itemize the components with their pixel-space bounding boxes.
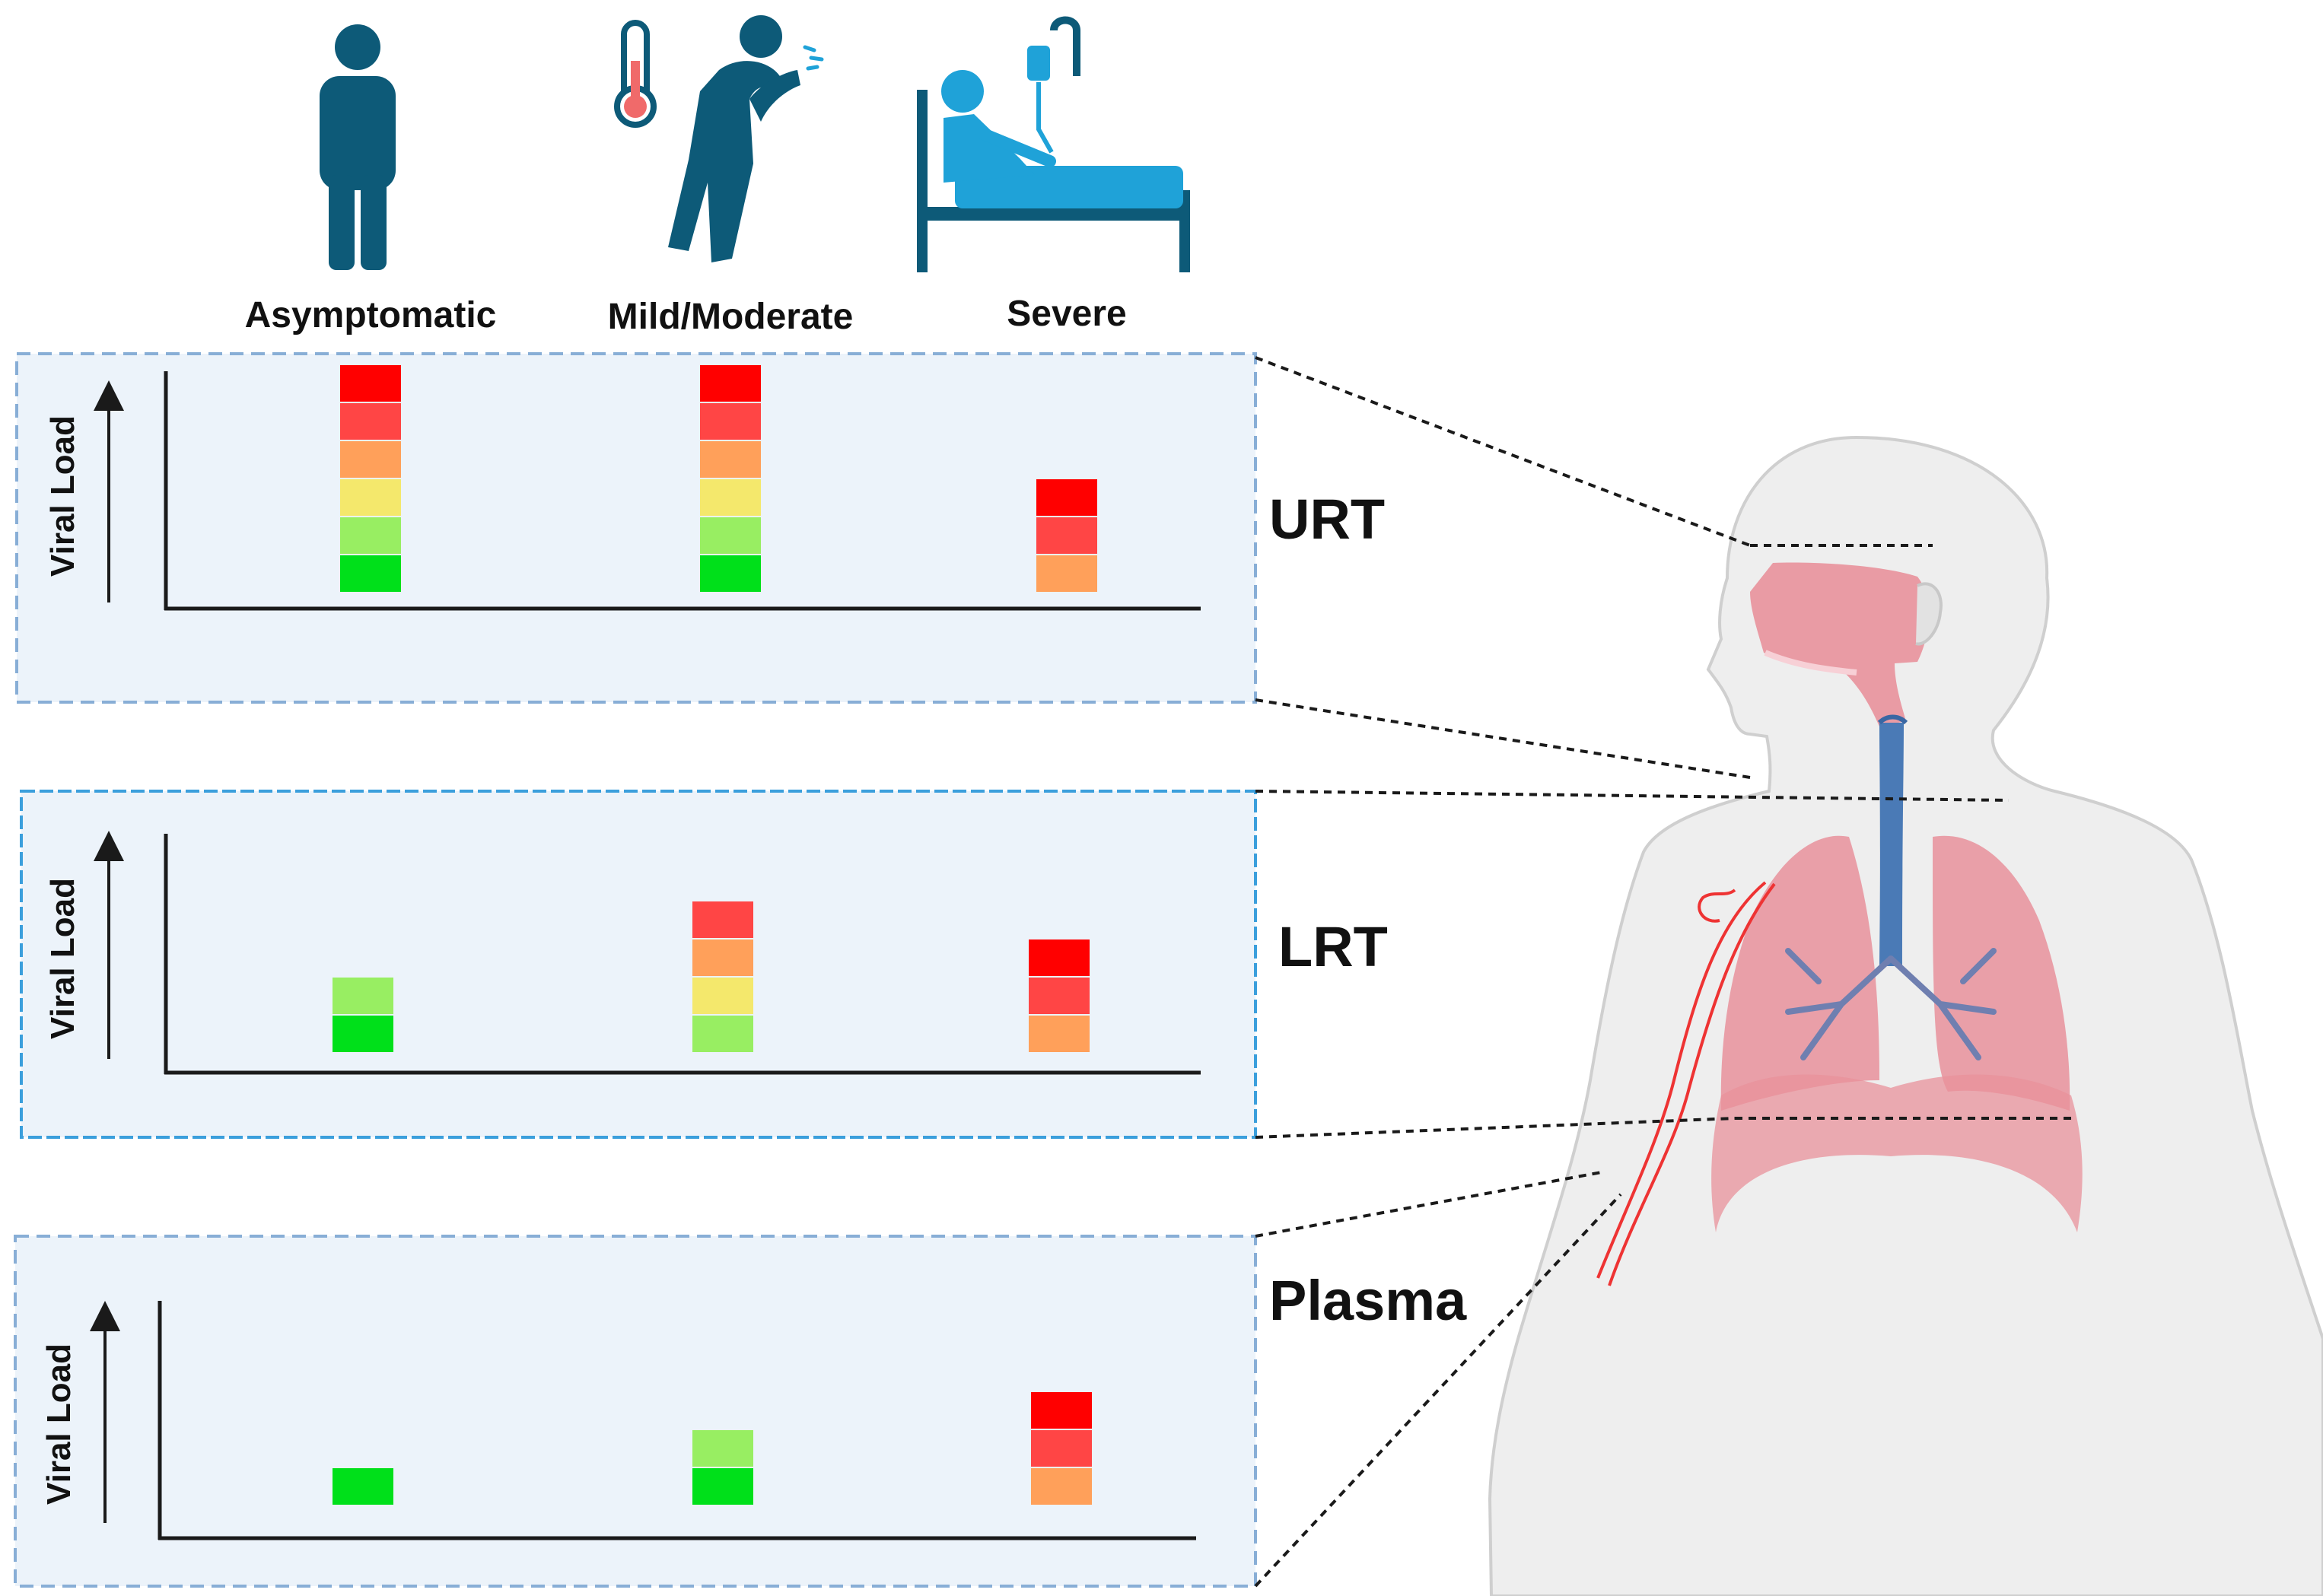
arm-blood-vessels (1596, 881, 1776, 1286)
urt-ylabel: Viral Load (44, 415, 81, 577)
diaphragm (1711, 1074, 2083, 1232)
bar-segment-lrt-2-level-2 (692, 1016, 753, 1052)
bar-segment-lrt-2-level-3 (692, 978, 753, 1014)
severity-label-mild: Mild/Moderate (608, 297, 854, 337)
bar-segment-urt-1-level-5 (340, 403, 401, 440)
bar-segment-urt-3-level-4 (1036, 555, 1097, 592)
plasma-axes (90, 1301, 1196, 1540)
lrt-axes (94, 831, 1201, 1075)
bar-segment-urt-2-level-6 (700, 365, 761, 402)
hospital-bed-icon (917, 16, 1190, 272)
bar-segment-lrt-1-level-1 (333, 1016, 393, 1052)
bar-segment-plasma-3-level-6 (1031, 1392, 1092, 1429)
lrt-title: LRT (1278, 915, 1388, 978)
bar-segment-urt-1-level-3 (340, 479, 401, 516)
ear (1915, 582, 1943, 646)
bar-segment-urt-3-level-6 (1036, 479, 1097, 516)
bar-segment-plasma-3-level-4 (1031, 1468, 1092, 1505)
bar-segment-lrt-3-level-6 (1029, 939, 1090, 976)
severity-label-asymptomatic: Asymptomatic (245, 295, 497, 335)
bar-segment-urt-2-level-4 (700, 441, 761, 478)
coughing-person-icon (668, 15, 824, 262)
viral-load-bars (333, 365, 1097, 1505)
bar-segment-lrt-2-level-4 (692, 939, 753, 976)
bar-segment-urt-2-level-1 (700, 555, 761, 592)
connector-lines (1254, 356, 2077, 1588)
bar-segment-urt-2-level-2 (700, 517, 761, 554)
bar-segment-urt-3-level-5 (1036, 517, 1097, 554)
bar-segment-plasma-3-level-5 (1031, 1430, 1092, 1467)
body-silhouette (1488, 435, 2323, 1596)
lrt-ylabel: Viral Load (44, 878, 81, 1039)
trachea (1879, 723, 1904, 966)
bar-segment-lrt-3-level-4 (1029, 1016, 1090, 1052)
bar-segment-urt-1-level-2 (340, 517, 401, 554)
thermometer-icon (614, 20, 657, 128)
urt-axes (94, 371, 1201, 611)
bar-segment-urt-2-level-3 (700, 479, 761, 516)
bar-segment-lrt-3-level-5 (1029, 978, 1090, 1014)
bar-segment-lrt-2-level-5 (692, 901, 753, 938)
severity-label-severe: Severe (1007, 294, 1126, 334)
bar-segment-plasma-1-level-1 (333, 1468, 393, 1505)
bar-segment-plasma-2-level-2 (692, 1430, 753, 1467)
human-torso-illustration (1488, 435, 2323, 1596)
bar-segment-urt-2-level-5 (700, 403, 761, 440)
asymptomatic-person-icon (320, 24, 396, 270)
bar-segment-urt-1-level-6 (340, 365, 401, 402)
plasma-title: Plasma (1269, 1269, 1467, 1332)
plasma-ylabel: Viral Load (40, 1343, 78, 1505)
bar-segment-urt-1-level-4 (340, 441, 401, 478)
nasal-cavity (1750, 562, 1930, 726)
bar-segment-urt-1-level-1 (340, 555, 401, 592)
urt-title: URT (1269, 488, 1385, 551)
bronchi (1785, 948, 1997, 1060)
bar-segment-plasma-2-level-1 (692, 1468, 753, 1505)
bar-segment-lrt-1-level-2 (333, 978, 393, 1014)
